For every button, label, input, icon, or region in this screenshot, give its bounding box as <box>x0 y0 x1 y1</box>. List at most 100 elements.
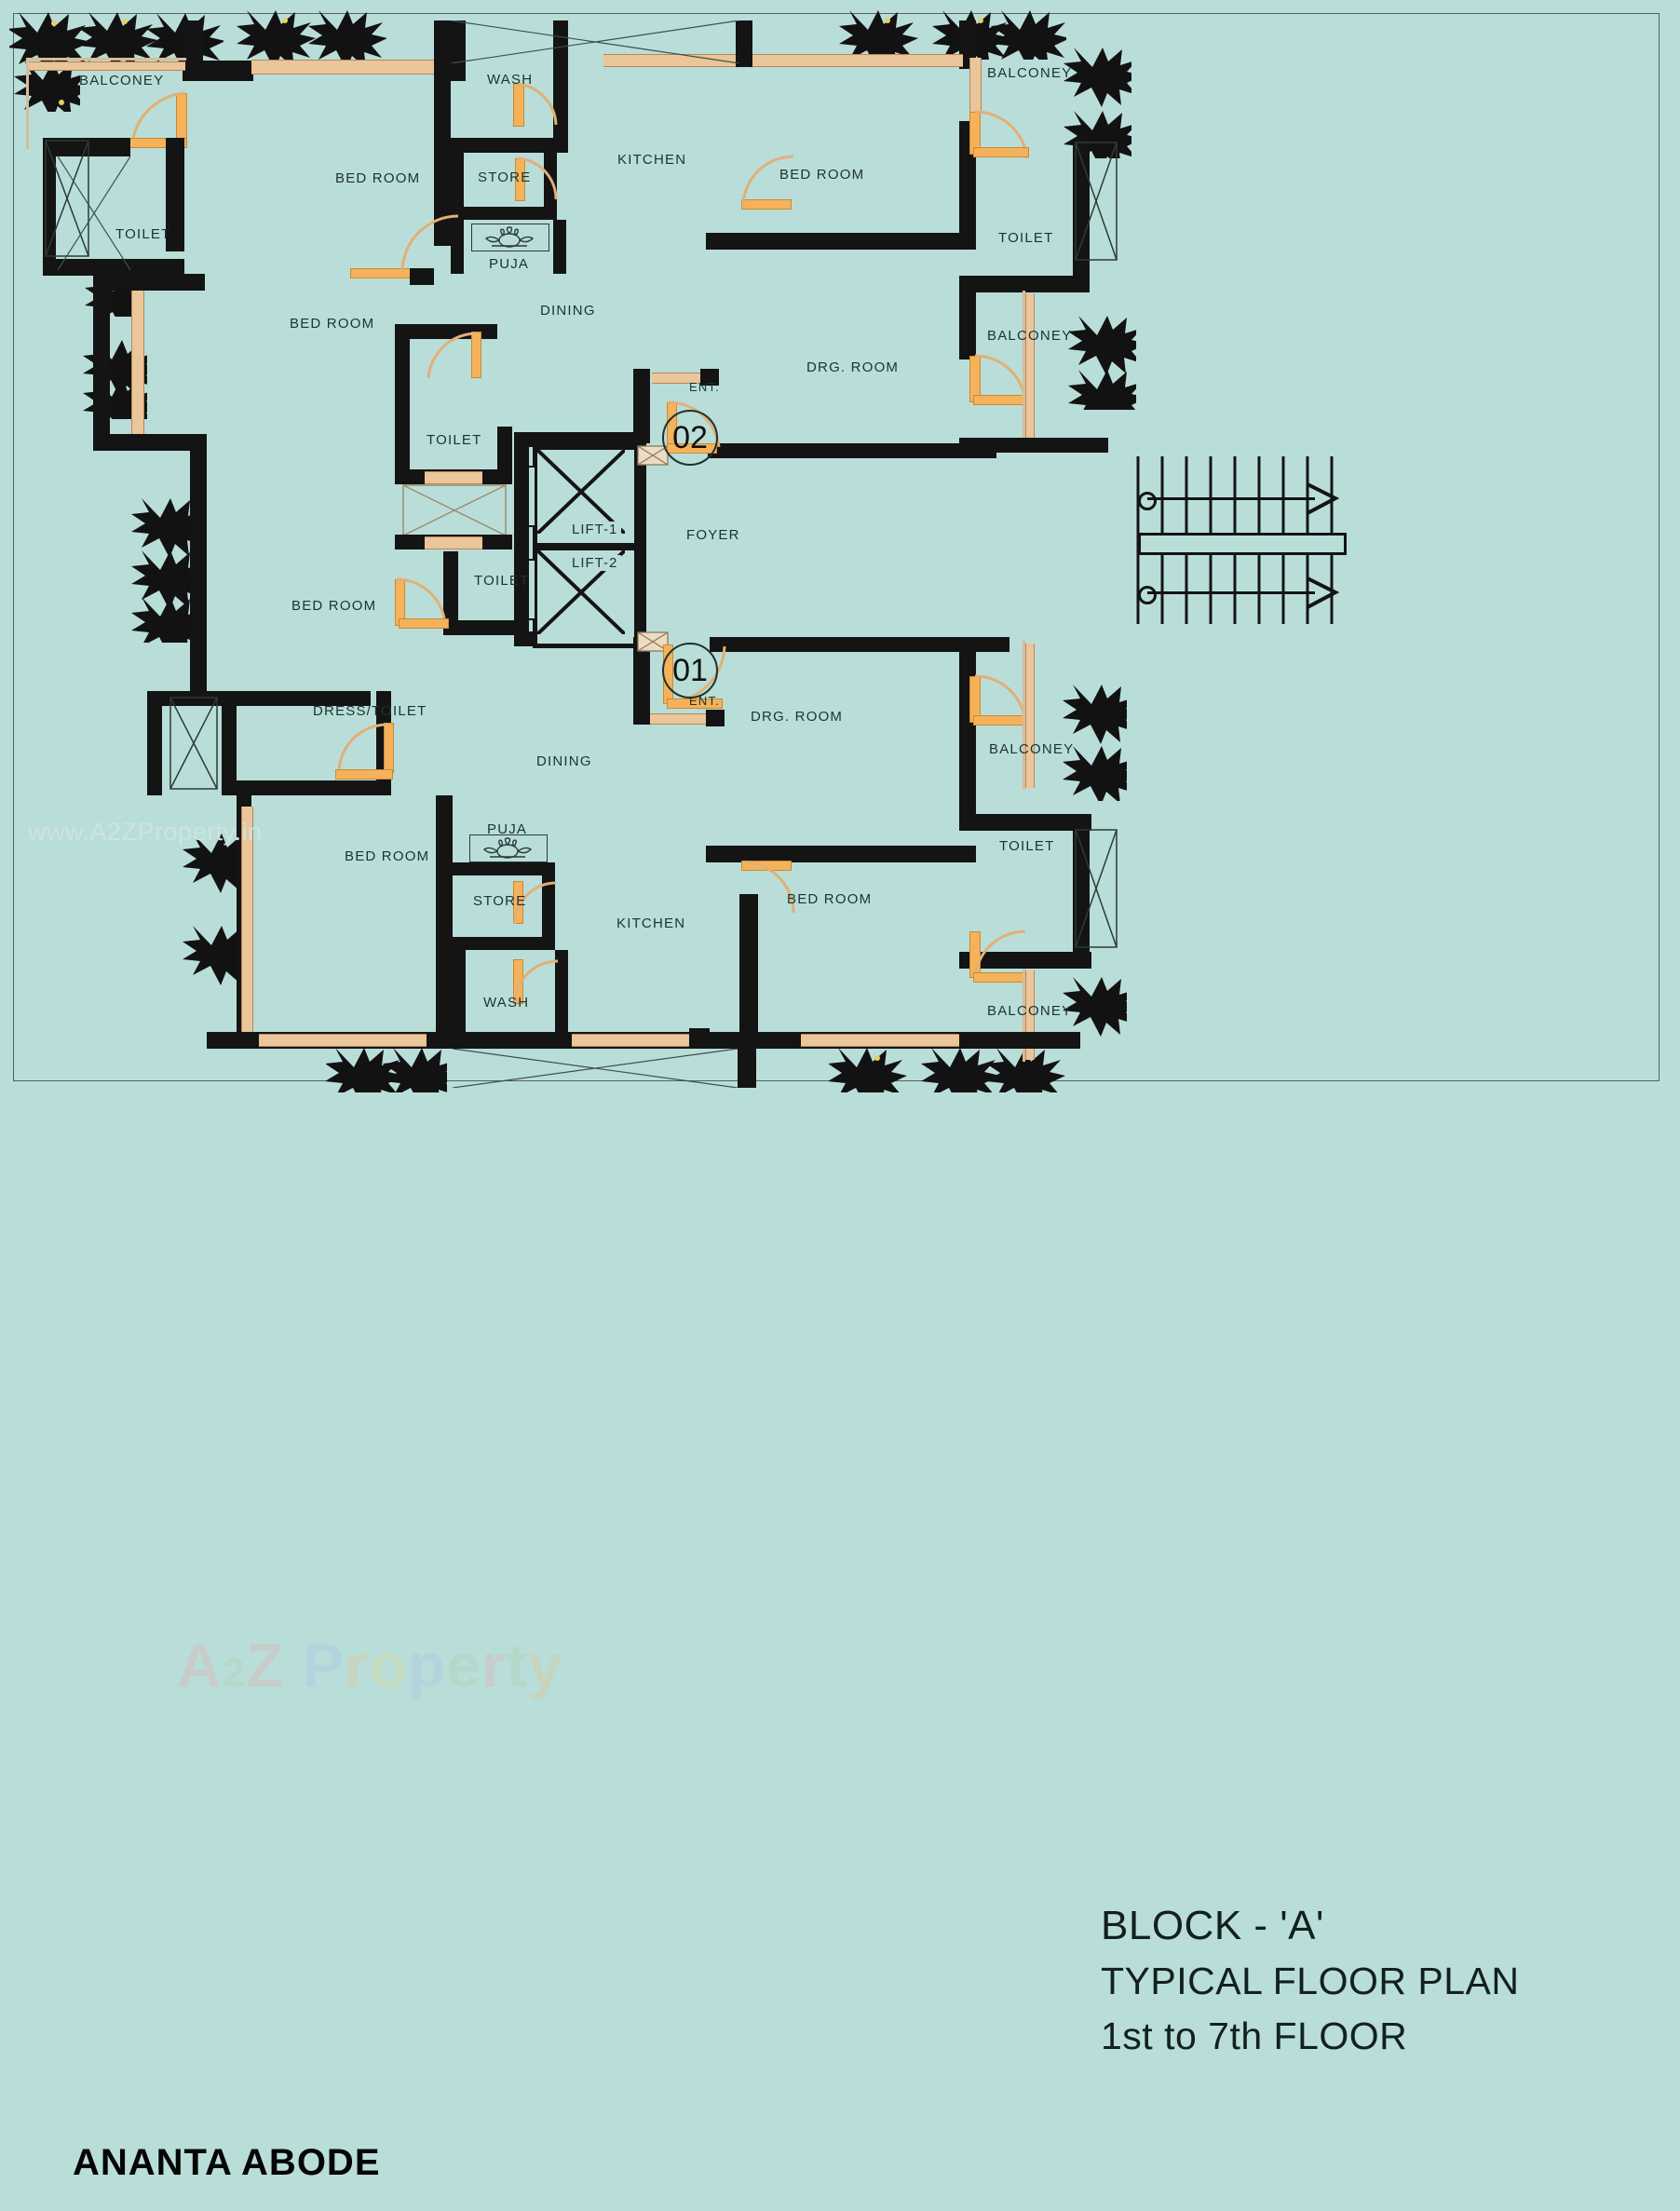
wall-toilet-rightlower-bottom <box>959 952 1091 969</box>
wall-toilet-topleft-right <box>166 138 184 251</box>
lotus-icon-top <box>482 226 536 253</box>
project-name: ANANTA ABODE <box>73 2142 381 2183</box>
ent-label-top: ENT. <box>689 380 720 394</box>
room-label: STORE <box>478 170 532 185</box>
hatch-band-topleft <box>58 156 130 270</box>
watermark-letter: Z <box>246 1631 285 1700</box>
window-ent-01-bottom <box>650 713 708 725</box>
wall-toilet-topright-bottom <box>959 276 1090 292</box>
wall-flat01-bedroom-right <box>436 795 453 1047</box>
lift-1-label: LIFT-1 <box>568 522 622 537</box>
room-label: TOILET <box>999 838 1055 854</box>
wall-store-right <box>544 153 557 220</box>
plant-cluster-right-bottom <box>1062 969 1142 1043</box>
wall-bedroom-topright-bottom <box>706 233 976 250</box>
door-arc-dress <box>337 723 390 772</box>
wall-flat01-bedroom-top <box>147 691 371 706</box>
wall-kitchen-bottom-right <box>738 1032 756 1088</box>
room-label: TOILET <box>998 230 1054 246</box>
door-arc-flat02-bedroom <box>400 214 459 273</box>
plant-cluster-bottom <box>325 1041 462 1107</box>
balcony-outline-top-left-v <box>26 58 29 149</box>
plant-cluster-right-mid <box>1062 307 1147 429</box>
door-leaf-bedroom-topright <box>741 199 792 210</box>
room-label: BED ROOM <box>291 598 377 614</box>
watermark-letter: r <box>481 1631 507 1700</box>
wall-foyer-top-left <box>633 369 650 443</box>
wall-flat02-dining-wall <box>410 268 434 285</box>
wall-toilet-topleft-bottom <box>43 259 184 276</box>
stair-arrow-line-bottom <box>1147 591 1315 594</box>
door-arc-flat02-toilet <box>427 332 478 379</box>
wall-flat01-toilet-bottom <box>443 620 514 635</box>
window-bottom-right <box>801 1034 959 1047</box>
watermark-letter: e <box>446 1631 481 1700</box>
wall-flat02-bedroom-left <box>93 274 110 449</box>
room-label: BALCONEY <box>987 1003 1073 1019</box>
door-leaf-balcony-topright-b <box>973 147 1029 157</box>
wall-store-bottom <box>451 207 544 220</box>
wall-foyer-top-h <box>708 443 996 458</box>
watermark-letter: 2 <box>222 1650 247 1696</box>
watermark-letter: P <box>302 1631 345 1700</box>
room-label: DINING <box>540 303 596 319</box>
door-leaf-bedroom-bottomright <box>741 861 792 871</box>
door-arc-wash <box>514 82 558 126</box>
room-label: BALCONEY <box>987 328 1073 344</box>
room-label: BED ROOM <box>779 167 865 183</box>
puja-niche-bottom <box>469 834 548 862</box>
wall-balcony-bottom-left <box>56 138 130 156</box>
door-arc-flat01-toilet <box>396 577 447 627</box>
window-balcony-topright-v1 <box>969 58 982 114</box>
door-leaf-store-bottom <box>513 881 523 924</box>
lotus-icon-bottom <box>481 837 535 864</box>
wall-toilet-rightlower-top <box>959 814 1091 831</box>
wall-store-left <box>451 153 464 216</box>
wall-wash-bottom <box>451 138 553 153</box>
wall-puja-right <box>553 220 566 274</box>
wall-wash-bottom-right <box>555 950 568 1047</box>
room-label: TOILET <box>427 432 482 448</box>
window-ent-02-top <box>652 373 710 384</box>
balcony-outline-rightlower <box>1023 641 1025 790</box>
room-label: WASH <box>487 72 534 88</box>
door-leaf-wash-bottom <box>513 959 523 1004</box>
wall-drgroom-topright-bottom <box>959 438 1108 453</box>
wall-bedroom-bottom-right-top <box>706 846 976 862</box>
window-top-bedroom-1 <box>251 60 434 75</box>
plant-cluster-right-lower <box>1062 680 1142 806</box>
balcony-outline-bottomright <box>1023 969 1025 1062</box>
door-leaf-flat01-toilet-b <box>399 618 449 629</box>
wall-wash-left <box>451 20 466 81</box>
balcony-outline-rightupper <box>1023 291 1025 440</box>
door-leaf-flat02-toilet <box>471 332 481 378</box>
watermark-letter: o <box>369 1631 408 1700</box>
ent-label-bottom: ENT. <box>689 694 720 708</box>
wall-puja-bottom-divider <box>453 862 555 875</box>
wall-flat01-bedroom-left <box>147 691 162 795</box>
plant-cluster-top-left-side <box>6 47 93 120</box>
wall-bedroom-bottom-right-left <box>739 894 758 1036</box>
door-arc-balcony-top-left-a <box>130 91 185 144</box>
door-arc-bedroom-topright <box>741 155 794 208</box>
wall-balcony-rightupper-left <box>959 292 976 359</box>
stair-arrow-origin-bottom <box>1138 586 1157 604</box>
balcony-rail-bottomright <box>1025 970 1035 1060</box>
wall-dress-toilet-bottom <box>222 780 389 795</box>
wall-wash-right <box>553 52 568 153</box>
wall-bottom-kitchen-cap <box>689 1028 710 1049</box>
balcony-outline-top-left-h <box>26 58 186 61</box>
stair-arrow-origin-top <box>1138 492 1157 510</box>
watermark-letter: r <box>344 1631 370 1700</box>
wall-ent-01-left <box>633 637 650 725</box>
room-label: BED ROOM <box>345 848 430 864</box>
plant-cluster-left-bottom <box>182 829 262 1001</box>
room-label: BALCONEY <box>987 65 1073 81</box>
wall-foyer-bottom-h <box>710 637 1009 652</box>
room-label: DRG. ROOM <box>806 359 900 375</box>
wall-flat02-bedroom-bottom <box>93 434 205 451</box>
wall-flat02-toilet-top <box>395 324 410 427</box>
door-arc-balcony-bottomright <box>973 929 1026 979</box>
lift-2-label: LIFT-2 <box>568 555 622 571</box>
